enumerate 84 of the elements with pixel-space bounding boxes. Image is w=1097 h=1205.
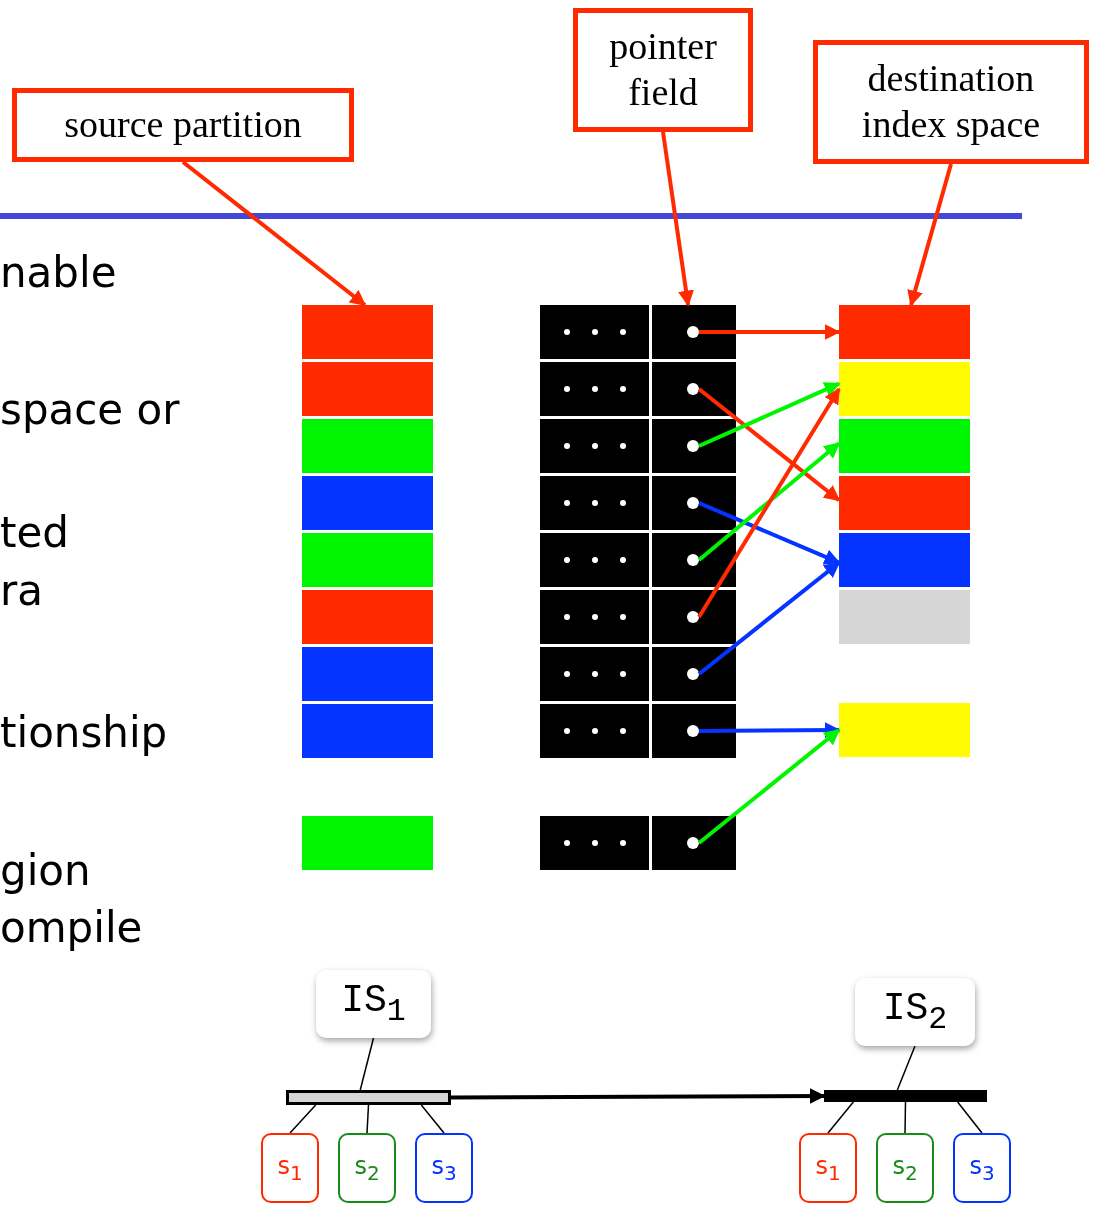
callout-box: destination index space <box>813 40 1089 164</box>
partition-bar <box>286 1090 451 1105</box>
pointer-cell <box>652 362 736 416</box>
color-cell <box>302 816 433 870</box>
connector-line <box>896 1045 916 1091</box>
pointer-dot <box>687 611 699 623</box>
color-cell <box>302 419 433 473</box>
pointer-cell <box>652 533 736 587</box>
subspace-box: s$_{1}$ <box>261 1133 319 1203</box>
arrow <box>907 163 953 307</box>
subspace-box: s$_{2}$ <box>876 1133 934 1203</box>
color-cell <box>302 305 433 359</box>
field-cell <box>540 533 649 587</box>
color-cell <box>839 533 970 587</box>
pointer-cell <box>652 476 736 530</box>
connector-line <box>827 1101 855 1134</box>
color-cell <box>839 703 970 757</box>
field-cell <box>540 590 649 644</box>
connector-line <box>289 1104 317 1134</box>
color-cell <box>839 476 970 530</box>
pointer-dot <box>687 725 699 737</box>
color-cell <box>839 419 970 473</box>
field-cell <box>540 305 649 359</box>
pointer-dot <box>687 326 699 338</box>
pointer-dot <box>687 440 699 452</box>
color-cell <box>839 590 970 644</box>
arrow <box>181 160 367 307</box>
arrow <box>697 441 841 562</box>
pointer-dot <box>687 837 699 849</box>
subspace-box: s$_{1}$ <box>799 1133 857 1203</box>
arrow <box>699 324 841 340</box>
color-cell <box>839 305 970 359</box>
pointer-dot <box>687 497 699 509</box>
field-cell <box>540 419 649 473</box>
arrow <box>697 728 841 845</box>
connector-line <box>904 1101 907 1134</box>
color-cell <box>302 590 433 644</box>
color-cell <box>839 362 970 416</box>
arrow <box>698 381 841 448</box>
callout-box: pointer field <box>573 8 753 132</box>
index-space-box: IS$_{2}$ <box>855 978 975 1046</box>
field-cell <box>540 476 649 530</box>
text-fragment: ompile <box>0 903 143 952</box>
text-fragment: ted <box>0 508 69 557</box>
pointer-cell <box>652 590 736 644</box>
arrow <box>697 387 841 619</box>
pointer-cell <box>652 305 736 359</box>
color-cell <box>302 533 433 587</box>
subspace-box: s$_{3}$ <box>415 1133 473 1203</box>
arrow <box>698 501 841 565</box>
field-cell <box>540 704 649 758</box>
pointer-dot <box>687 668 699 680</box>
arrow <box>699 722 841 739</box>
subspace-box: s$_{2}$ <box>338 1133 396 1203</box>
partition-bar <box>824 1090 987 1102</box>
text-fragment: tionship <box>0 708 168 757</box>
text-fragment: space or <box>0 385 180 434</box>
pointer-dot <box>687 554 699 566</box>
connector-line <box>420 1104 445 1134</box>
arrow <box>697 387 841 502</box>
connector-line <box>359 1037 375 1091</box>
pointer-cell <box>652 704 736 758</box>
index-space-box: IS$_{1}$ <box>316 970 431 1038</box>
arrow <box>451 1088 826 1105</box>
field-cell <box>540 362 649 416</box>
color-cell <box>302 647 433 701</box>
arrow <box>661 131 694 307</box>
field-cell <box>540 816 649 870</box>
connector-line <box>366 1104 370 1134</box>
pointer-dot <box>687 383 699 395</box>
text-fragment: ra <box>0 566 43 615</box>
text-fragment: gion <box>0 846 91 895</box>
color-cell <box>302 704 433 758</box>
callout-box: source partition <box>12 88 354 162</box>
text-fragment: nable <box>0 248 117 297</box>
field-cell <box>540 647 649 701</box>
pointer-cell <box>652 419 736 473</box>
pointer-cell <box>652 647 736 701</box>
subspace-box: s$_{3}$ <box>953 1133 1011 1203</box>
color-cell <box>302 362 433 416</box>
connector-line <box>956 1101 983 1134</box>
color-cell <box>302 476 433 530</box>
arrow <box>697 561 841 676</box>
pointer-cell <box>652 816 736 870</box>
